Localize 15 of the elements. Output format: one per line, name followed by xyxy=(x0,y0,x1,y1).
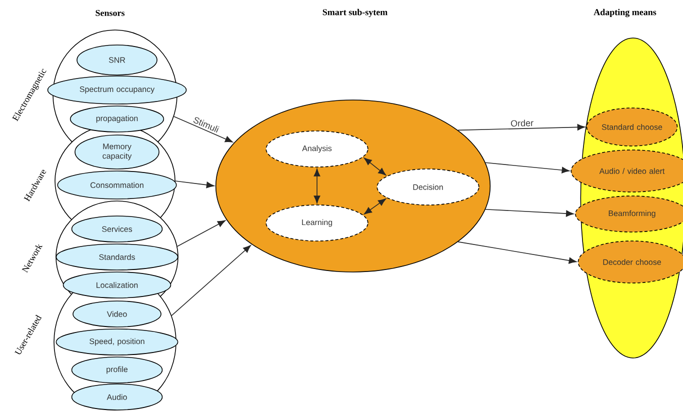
column-title: Adapting means xyxy=(594,8,656,18)
arrow xyxy=(176,220,226,247)
column-title: Smart sub-sytem xyxy=(322,8,388,18)
arrow xyxy=(458,124,586,131)
arrow xyxy=(485,162,570,174)
arrow xyxy=(314,168,320,204)
arrow xyxy=(171,245,251,316)
arrow xyxy=(364,158,386,176)
arrow xyxy=(364,198,386,214)
arrow xyxy=(458,241,577,264)
arrow xyxy=(175,180,214,188)
edge-label: Order xyxy=(509,118,535,128)
arrow xyxy=(174,116,233,142)
column-title: Sensors xyxy=(96,10,125,16)
arrow xyxy=(485,208,574,217)
